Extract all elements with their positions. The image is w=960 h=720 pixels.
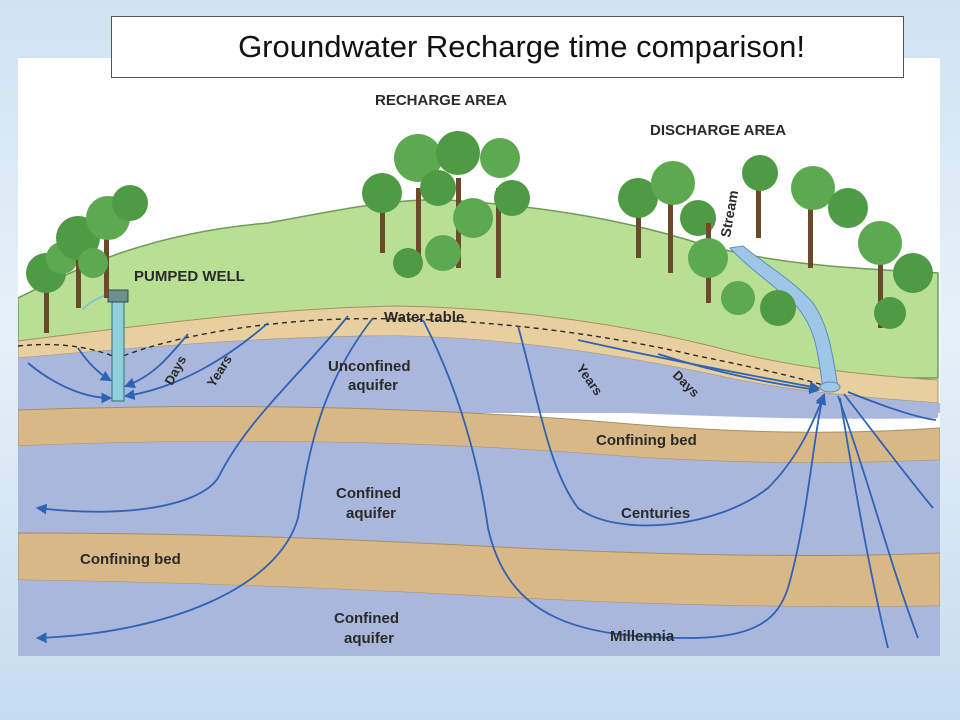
label-confined-aquifer-upper-2: aquifer (346, 505, 396, 522)
flow-arrow (837, 395, 919, 639)
flow-arrow (35, 317, 374, 644)
label-discharge-area: DISCHARGE AREA (650, 122, 786, 139)
diagram-canvas: RECHARGE AREA DISCHARGE AREA PUMPED WELL… (18, 92, 940, 656)
water-table-line (18, 317, 827, 387)
flow-arrow (422, 319, 827, 639)
tree-cluster-center (362, 131, 530, 278)
title-box: Groundwater Recharge time comparison! (111, 16, 904, 78)
unconfined-aquifer-body (18, 403, 940, 413)
unconfined-aquifer (18, 336, 938, 419)
label-unconfined-aquifer-2: aquifer (348, 377, 398, 394)
label-confined-aquifer-lower-1: Confined (334, 610, 399, 627)
flow-arrow (27, 362, 113, 404)
label-confined-aquifer-upper-1: Confined (336, 485, 401, 502)
flow-arrow (35, 315, 349, 515)
flow-arrow (843, 393, 934, 509)
flow-arrow (123, 333, 189, 389)
label-pumped-well: PUMPED WELL (134, 268, 245, 285)
tree-cluster-right (618, 155, 933, 329)
flow-arrow (77, 347, 112, 382)
flow-arrow (123, 322, 269, 401)
page-title: Groundwater Recharge time comparison! (238, 29, 805, 64)
label-stream: Stream (717, 189, 741, 239)
stream-discharge-point (819, 381, 841, 393)
flow-arrow (847, 391, 937, 421)
flow-arrow (839, 397, 889, 649)
label-centuries: Centuries (621, 505, 690, 522)
groundwater-diagram: RECHARGE AREA DISCHARGE AREA PUMPED WELL… (18, 58, 940, 656)
label-confined-aquifer-lower-2: aquifer (344, 630, 394, 647)
label-confining-bed-left: Confining bed (80, 551, 181, 568)
label-millennia: Millennia (610, 628, 675, 645)
label-unconfined-aquifer-1: Unconfined (328, 358, 411, 375)
flow-arrow (657, 353, 821, 395)
label-recharge-area: RECHARGE AREA (375, 92, 507, 109)
confined-aquifer-upper (18, 441, 940, 556)
tree-cluster-left (26, 185, 148, 333)
flow-arrow (517, 325, 826, 527)
pumped-well (81, 289, 129, 402)
label-water-table: Water table (384, 309, 464, 326)
label-confining-bed-right: Confining bed (596, 432, 697, 449)
flow-paths (27, 315, 937, 649)
